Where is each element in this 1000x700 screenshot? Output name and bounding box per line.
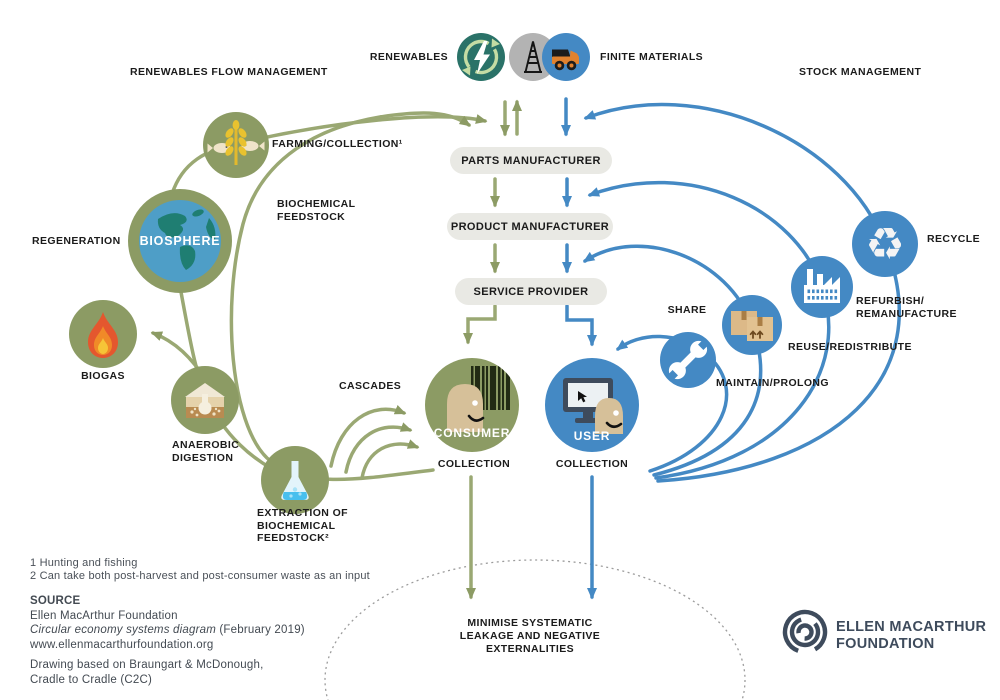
digester-icon — [185, 383, 225, 418]
user-label: USER — [573, 429, 611, 443]
extraction-label: EXTRACTION OF BIOCHEMICAL FEEDSTOCK² — [257, 507, 348, 545]
renewables-flow-management-label: RENEWABLES FLOW MANAGEMENT — [130, 66, 328, 78]
share-label: SHARE — [667, 304, 707, 316]
biosphere-label: BIOSPHERE — [139, 234, 221, 248]
consumer-node: CONSUMER — [425, 358, 519, 452]
source-block: SOURCE Ellen MacArthur Foundation Circul… — [30, 594, 305, 687]
minimise-leakage-label: MINIMISE SYSTEMATIC LEAKAGE AND NEGATIVE… — [459, 617, 601, 656]
consumer-barcode-icon — [447, 366, 510, 432]
renewable-energy-icon — [462, 38, 500, 76]
source-title-italic: Circular economy systems diagram — [30, 624, 216, 637]
recycle-node: ♻ — [852, 211, 918, 277]
wheat-fish-icon — [207, 120, 265, 165]
cascade-arc-3 — [360, 439, 420, 480]
derrick-glyph — [524, 41, 542, 73]
service-to-consumer-elbow — [463, 304, 497, 345]
source-basis-1: Drawing based on Braungart & McDonough, — [30, 658, 264, 671]
earth-globe-icon — [139, 200, 221, 282]
biochemical-feedstock-label: BIOCHEMICAL FEEDSTOCK — [277, 198, 356, 223]
biological-cycle-arcs — [150, 99, 522, 600]
flame-icon — [88, 312, 118, 358]
maintain-prolong-label: MAINTAIN/PROLONG — [716, 377, 829, 389]
anaerobic-digestion-label: ANAEROBIC DIGESTION — [172, 439, 240, 464]
product-manufacturer-box: PRODUCT MANUFACTURER — [447, 213, 613, 240]
consumer-label: CONSUMER — [433, 426, 511, 440]
leakage-dotted-ellipse — [324, 559, 746, 700]
service-to-user-elbow — [565, 304, 597, 347]
farming-arc — [170, 114, 488, 196]
maintain-node — [660, 332, 716, 388]
refurbish-remanufacture-label: REFURBISH/ REMANUFACTURE — [856, 295, 957, 320]
recycle-icon: ♻ — [865, 218, 905, 270]
source-title-rest: (February 2019) — [215, 624, 305, 637]
truck-glyph — [552, 49, 579, 71]
footnote-1: 1 Hunting and fishing — [30, 557, 138, 569]
regeneration-label: REGENERATION — [32, 235, 121, 247]
mining-truck-icon — [542, 33, 590, 81]
user-node: USER — [545, 358, 639, 452]
renewables-label: RENEWABLES — [369, 51, 448, 63]
reuse-node — [722, 295, 782, 355]
cascade-arc-2 — [344, 422, 413, 474]
service-provider-box: SERVICE PROVIDER — [455, 278, 607, 305]
cascades-label: CASCADES — [339, 380, 402, 392]
stock-management-label: STOCK MANAGEMENT — [799, 66, 922, 78]
user-collection-label: COLLECTION — [555, 458, 629, 470]
footnote-2: 2 Can take both post-harvest and post-co… — [30, 570, 370, 582]
refurbish-node — [791, 256, 853, 318]
source-org: Ellen MacArthur Foundation — [30, 609, 178, 622]
recycle-label: RECYCLE — [927, 233, 980, 245]
anaerobic-digestion-node — [171, 366, 239, 434]
biogas-node — [69, 300, 137, 368]
biosphere-node: BIOSPHERE — [128, 189, 232, 293]
emf-logo-text: ELLEN MACARTHUR FOUNDATION — [836, 619, 987, 652]
source-url: www.ellenmacarthurfoundation.org — [30, 639, 214, 652]
parts-manufacturer-box: PARTS MANUFACTURER — [450, 147, 612, 174]
consumer-collection-label: COLLECTION — [437, 458, 511, 470]
cascade-arc-1 — [329, 404, 407, 468]
source-basis-2: Cradle to Cradle (C2C) — [30, 673, 152, 686]
source-title-line: Circular economy systems diagram (Februa… — [30, 623, 305, 638]
boxes-icon — [731, 311, 773, 341]
user-monitor-icon — [563, 378, 623, 434]
emf-logo-icon — [782, 609, 828, 655]
reuse-redistribute-label: REUSE/REDISTRIBUTE — [788, 341, 912, 353]
factory-icon — [804, 269, 840, 303]
farming-collection-label: FARMING/COLLECTION¹ — [272, 138, 403, 150]
renewables-icon — [457, 33, 505, 81]
source-heading: SOURCE — [30, 595, 81, 607]
flask-icon — [281, 461, 309, 500]
extraction-node — [261, 446, 329, 514]
biogas-label: BIOGAS — [81, 370, 125, 382]
wrench-icon — [666, 338, 710, 382]
finite-materials-label: FINITE MATERIALS — [600, 51, 704, 63]
farming-collection-node — [203, 112, 269, 178]
